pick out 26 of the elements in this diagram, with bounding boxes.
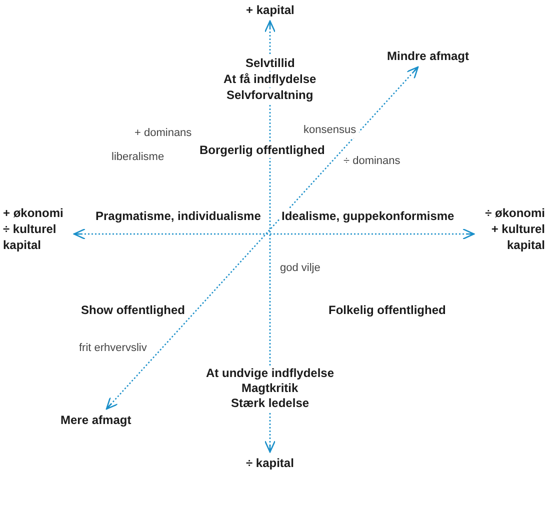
heading-label: At undvige indflydelse	[206, 366, 334, 381]
heading-label: Stærk ledelse	[231, 396, 310, 411]
heading-label: Selvtillid	[246, 56, 295, 71]
axis-end-label: ÷ økonomi + kulturel kapital	[477, 205, 545, 253]
heading-label: Folkelig offentlighed	[328, 303, 446, 318]
heading-label: Show offentlighed	[81, 303, 185, 318]
axis-arrow	[106, 66, 419, 410]
keyword-label: konsensus	[304, 123, 356, 138]
axis-end-label: Mindre afmagt	[387, 48, 470, 64]
keyword-label: ÷ dominans	[344, 154, 400, 169]
axis-arrow	[264, 20, 276, 453]
heading-label: Borgerlig offentlighed	[200, 143, 325, 158]
keyword-label: + dominans	[134, 126, 192, 141]
keyword-label: frit erhvervsliv	[79, 341, 147, 356]
keyword-label: god vilje	[280, 261, 320, 276]
heading-label: Magtkritik	[242, 381, 298, 396]
heading-label: At få indflydelse	[224, 72, 316, 87]
heading-label: Idealisme, guppekonformisme	[282, 209, 454, 224]
axis-end-label: Mere afmagt	[60, 412, 132, 428]
axis-arrow	[73, 228, 475, 240]
axis-end-label: + kapital	[246, 2, 294, 18]
heading-label: Pragmatisme, individualisme	[96, 209, 261, 224]
keyword-label: liberalisme	[112, 150, 164, 165]
axis-end-label: + økonomi ÷ kulturel kapital	[3, 205, 71, 253]
axis-end-label: ÷ kapital	[246, 455, 294, 471]
heading-label: Selvforvaltning	[226, 88, 314, 103]
